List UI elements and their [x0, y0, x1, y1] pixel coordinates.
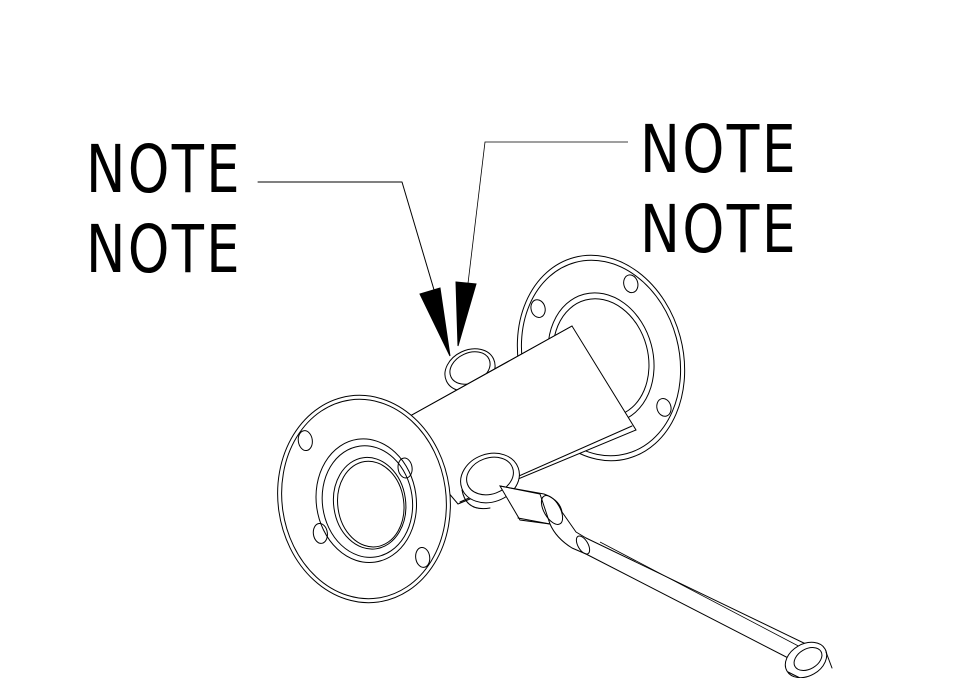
callout-right: NOTE NOTE — [640, 111, 798, 268]
callout-left-line1: NOTE — [86, 131, 242, 208]
spool-part — [277, 254, 833, 678]
leader-left — [257, 181, 451, 357]
bolt-hole — [297, 430, 313, 452]
callout-left-line2: NOTE — [86, 211, 242, 288]
callout-right-line1: NOTE — [640, 111, 798, 188]
bolt-hole — [415, 546, 431, 568]
arrowhead-left — [419, 287, 451, 357]
leader-right — [455, 141, 628, 347]
bolt-hole — [623, 274, 639, 294]
bolt-hole — [656, 398, 672, 417]
probe-rod — [499, 485, 833, 678]
arrowhead-right — [455, 281, 477, 347]
callout-right-line2: NOTE — [640, 191, 798, 268]
bolt-hole — [312, 522, 328, 544]
bolt-hole — [530, 299, 546, 318]
front-flange — [277, 394, 451, 604]
bolt-hole — [397, 457, 413, 479]
callout-left: NOTE NOTE — [86, 131, 242, 288]
